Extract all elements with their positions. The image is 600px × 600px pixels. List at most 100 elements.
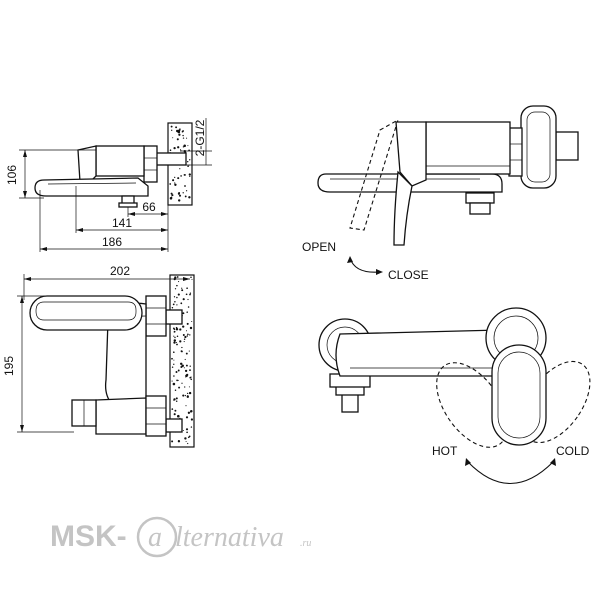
wall-texture-dot [186, 392, 189, 395]
arrowhead [24, 277, 31, 281]
wall-texture-dot [190, 426, 193, 428]
flange-inner-edge [526, 111, 551, 183]
wall-texture-dot [185, 352, 188, 355]
watermark-suffix: lternativa [175, 522, 284, 553]
wall-texture-dot [173, 339, 177, 342]
lower-nut [145, 395, 167, 437]
wall-texture-dot [175, 328, 179, 331]
wall-texture-dot [190, 418, 193, 421]
wall-texture-dot [178, 194, 182, 197]
wall-texture-dot [182, 325, 185, 328]
wall-texture-dot [185, 416, 189, 419]
upper-nut [145, 295, 167, 337]
mixer-body [425, 121, 511, 175]
watermark-prefix: MSK- [50, 520, 127, 553]
wall-texture-dot [173, 363, 175, 365]
wall-texture-dot [190, 409, 193, 413]
mixer-body [95, 145, 145, 177]
wall-texture-dot [184, 437, 187, 440]
wall-texture-dot [177, 379, 179, 381]
diverter [465, 192, 495, 204]
wall-texture-dot [182, 429, 184, 432]
side-view-open-close: OPEN CLOSE [302, 105, 579, 282]
wall-texture-dot [189, 292, 192, 294]
connection-nut [143, 145, 158, 183]
wall-texture-dot [179, 340, 182, 343]
wall-texture-dot [188, 196, 191, 199]
depth-small-label: 66 [142, 200, 156, 214]
mixer-lever [395, 121, 427, 187]
arrowhead [40, 247, 47, 251]
mixer-lever [491, 344, 547, 446]
aerator [341, 393, 359, 413]
wall-texture-dot [177, 293, 180, 296]
diverter-cap [469, 202, 491, 215]
wall-texture-dot [190, 276, 192, 279]
wall-texture-dot [190, 376, 192, 378]
wall-texture-dot [174, 336, 176, 339]
wall-texture-dot [189, 175, 191, 178]
wall-texture-dot [189, 159, 191, 161]
wall-texture-dot [186, 137, 188, 139]
wall-texture-dot [176, 335, 179, 337]
connection-nut [508, 127, 523, 177]
wall-texture-dot [177, 440, 181, 443]
wall-texture-dot [171, 357, 173, 360]
wall-texture-dot [181, 382, 183, 384]
wall-texture-dot [171, 380, 173, 382]
lever-open-position-dashed [349, 118, 399, 231]
wall-texture-dot [176, 304, 178, 306]
arrowhead [347, 256, 353, 263]
wall-texture-dot [183, 144, 186, 148]
arrowhead [161, 247, 168, 251]
thread-size-label: 2-G1/2 [193, 119, 207, 156]
wall-texture-dot [183, 338, 186, 341]
open-label: OPEN [302, 240, 336, 254]
wall-texture-dot [186, 431, 188, 434]
arrowhead [20, 425, 24, 432]
wall-texture-dot [173, 351, 175, 354]
wall-texture-dot [176, 343, 178, 346]
arrowhead [161, 212, 168, 216]
wall-texture-dot [180, 175, 182, 177]
arrowhead [20, 296, 24, 303]
wall-texture-dot [184, 369, 188, 373]
wall-texture-dot [184, 195, 187, 198]
wall-texture-dot [175, 341, 178, 344]
wall-texture-dot [180, 365, 183, 369]
lever-inner-edge [35, 301, 137, 321]
wall-texture-dot [172, 179, 175, 182]
wall-texture-dot [187, 306, 190, 308]
wall-texture-dot [186, 322, 189, 325]
wall-texture-dot [182, 298, 185, 301]
wall-texture-dot [174, 288, 177, 290]
wall-texture-dot [179, 362, 183, 366]
front-width-label: 202 [110, 264, 130, 278]
wall-texture-dot [188, 391, 192, 395]
wall-texture-dot [185, 293, 188, 296]
wall-texture-dot [186, 311, 188, 313]
wall-texture-dot [177, 369, 180, 372]
wall-texture-dot [182, 137, 185, 139]
wall-texture-dot [172, 137, 174, 139]
close-label: CLOSE [388, 268, 429, 282]
wall-texture-dot [171, 129, 173, 131]
wall-texture-dot [187, 165, 189, 168]
spout-bar [335, 329, 501, 377]
wall-texture-dot [180, 302, 183, 305]
wall-texture-dot [169, 149, 172, 151]
spout [34, 177, 149, 197]
wall-texture-dot [185, 441, 187, 442]
wall-texture-dot [178, 133, 181, 136]
wall-texture-dot [187, 298, 189, 301]
wall-texture-dot [175, 126, 178, 129]
wall-texture-dot [174, 409, 177, 412]
wall-texture-dot [176, 296, 178, 299]
lever-inner-edge [497, 351, 541, 439]
depth-mid-label: 141 [112, 216, 132, 230]
wall-flange [520, 105, 557, 189]
wall-texture-dot [187, 442, 189, 445]
wall-texture-dot [188, 173, 191, 176]
wall-texture-dot [177, 199, 181, 202]
